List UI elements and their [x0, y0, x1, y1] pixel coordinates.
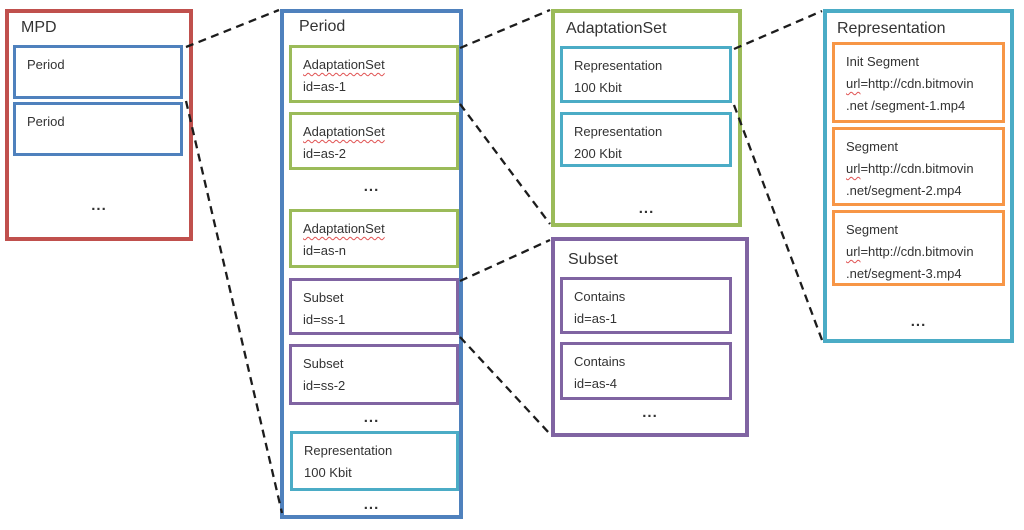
period-item-label: Period: [27, 57, 65, 72]
init-segment-item: Init Segment url=http://cdn.bitmovin .ne…: [832, 42, 1005, 123]
representation-item-200kbit: Representation 200 Kbit: [560, 112, 732, 167]
segment-item-label: Segment: [846, 139, 899, 154]
segment-item-url-line2: .net/segment-2.mp4: [846, 183, 962, 198]
subset-item-id: id=ss-1: [303, 312, 346, 327]
connector-ss1-to-subset-bottom: [459, 336, 551, 435]
contains-item-as-4: Contains id=as-4: [560, 342, 732, 400]
adaptationset-item-label: AdaptationSet: [303, 221, 385, 236]
representation-item-label: Representation: [574, 124, 663, 139]
representation-item-bitrate: 100 Kbit: [574, 80, 622, 95]
subset-item-label: Subset: [303, 356, 344, 371]
connector-rep100-to-representation-top: [733, 9, 823, 51]
representation-title: Representation: [837, 20, 946, 37]
period-ellipsis-2: ...: [363, 409, 380, 426]
adaptationset-title: AdaptationSet: [566, 20, 667, 37]
representation-item-bitrate: 200 Kbit: [574, 146, 622, 161]
representation-item-label: Representation: [574, 58, 663, 73]
adaptationset-item-as-1: AdaptationSet id=as-1: [289, 45, 459, 103]
period-item-label: Period: [27, 114, 65, 129]
subset-ellipsis: ...: [642, 404, 658, 421]
connector-ss1-to-subset-top: [459, 238, 551, 283]
subset-item-label: Subset: [303, 290, 344, 305]
adaptationset-item-id: id=as-2: [303, 146, 346, 161]
segment-url-rest: =http://cdn.bitmovin: [860, 244, 974, 259]
adaptationset-item-as-2: AdaptationSet id=as-2: [289, 112, 459, 170]
segment-item-url: url=http://cdn.bitmovin: [846, 73, 1000, 95]
subset-item-ss-2: Subset id=ss-2: [289, 344, 459, 405]
period-box: Period AdaptationSet id=as-1 AdaptationS…: [280, 9, 463, 519]
segment-url-word: url: [846, 161, 861, 176]
adaptationset-item-id: id=as-1: [303, 79, 346, 94]
segment-item-label: Init Segment: [846, 54, 919, 69]
contains-item-label: Contains: [574, 354, 626, 369]
contains-item-label: Contains: [574, 289, 626, 304]
segment-item-label: Segment: [846, 222, 899, 237]
segment-item-3: Segment url=http://cdn.bitmovin .net/seg…: [832, 210, 1005, 286]
adaptationset-item-label: AdaptationSet: [303, 124, 385, 139]
period-representation-item: Representation 100 Kbit: [290, 431, 459, 491]
contains-item-id: id=as-1: [574, 311, 617, 326]
connector-as1-to-adaptationset-bottom: [459, 103, 551, 225]
segment-url-word: url: [846, 76, 861, 91]
subset-item-id: id=ss-2: [303, 378, 346, 393]
representation-box: Representation Init Segment url=http://c…: [823, 9, 1014, 343]
segment-url-word: url: [846, 244, 861, 259]
segment-item-url: url=http://cdn.bitmovin: [846, 158, 1000, 180]
connector-mpd-to-period-top: [185, 8, 280, 49]
segment-item-url-line2: .net /segment-1.mp4: [846, 98, 966, 113]
segment-item-url-line2: .net/segment-3.mp4: [846, 266, 962, 281]
contains-item-id: id=as-4: [574, 376, 617, 391]
subset-title: Subset: [568, 251, 618, 268]
subset-item-ss-1: Subset id=ss-1: [289, 278, 459, 335]
mpd-period-item-2: Period: [13, 102, 183, 156]
mpd-box: MPD Period Period ...: [5, 9, 193, 241]
connector-as1-to-adaptationset-top: [459, 8, 551, 50]
mpd-period-item-1: Period: [13, 45, 183, 99]
period-ellipsis-1: ...: [363, 178, 380, 195]
segment-item-url: url=http://cdn.bitmovin: [846, 241, 1000, 263]
representation-item-bitrate: 100 Kbit: [304, 465, 352, 480]
period-ellipsis-3: ...: [363, 496, 380, 513]
contains-item-as-1: Contains id=as-1: [560, 277, 732, 334]
adaptationset-item-label: AdaptationSet: [303, 57, 385, 72]
segment-url-rest: =http://cdn.bitmovin: [860, 161, 974, 176]
representation-item-label: Representation: [304, 443, 393, 458]
representation-ellipsis: ...: [910, 313, 927, 330]
connector-mpd-to-period-bottom: [184, 100, 284, 514]
adaptationset-box: AdaptationSet Representation 100 Kbit Re…: [551, 9, 742, 227]
mpd-ellipsis: ...: [91, 197, 107, 214]
period-title: Period: [299, 18, 346, 35]
representation-item-100kbit: Representation 100 Kbit: [560, 46, 732, 103]
adaptationset-ellipsis: ...: [638, 200, 655, 217]
adaptationset-item-id: id=as-n: [303, 243, 346, 258]
mpd-title: MPD: [21, 19, 57, 36]
adaptationset-item-as-n: AdaptationSet id=as-n: [289, 209, 459, 268]
segment-url-rest: =http://cdn.bitmovin: [860, 76, 974, 91]
segment-item-2: Segment url=http://cdn.bitmovin .net/seg…: [832, 127, 1005, 206]
subset-box: Subset Contains id=as-1 Contains id=as-4…: [551, 237, 749, 437]
